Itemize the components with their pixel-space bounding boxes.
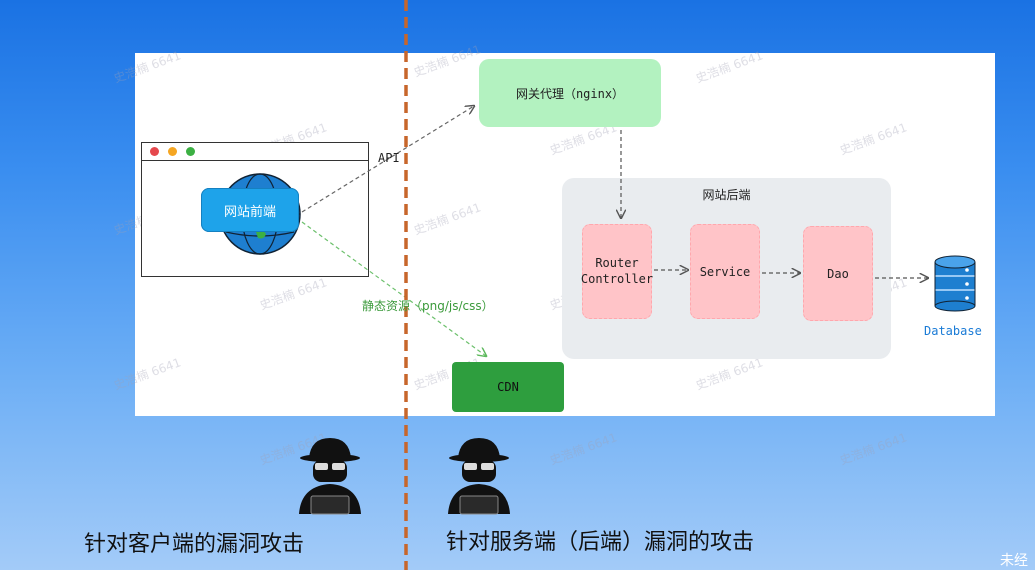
corner-text: 未经: [1000, 553, 1028, 569]
cdn-node: CDN: [452, 362, 564, 412]
database-label: Database: [924, 324, 982, 338]
api-edge: [301, 106, 474, 213]
browser-title-bar: [142, 143, 368, 161]
static-edge-label: 静态资源（png/js/css）: [362, 299, 494, 313]
server-attack-caption: 针对服务端（后端）漏洞的攻击: [446, 530, 755, 555]
maximize-dot-icon: [186, 147, 195, 156]
service-node: Service: [690, 224, 760, 319]
api-edge-label: API: [378, 151, 400, 165]
controller-label: Controller: [580, 271, 654, 286]
router-controller-node: Router Controller: [580, 224, 654, 319]
frontend-node: 网站前端: [201, 188, 299, 232]
gateway-node: 网关代理（nginx）: [479, 59, 661, 127]
client-attack-caption: 针对客户端的漏洞攻击: [84, 532, 305, 557]
router-label: Router: [595, 255, 639, 270]
dao-node: Dao: [803, 226, 873, 321]
database-icon: [934, 255, 976, 312]
hacker-left-icon: [299, 438, 361, 515]
static-edge: [301, 221, 486, 356]
close-dot-icon: [150, 147, 159, 156]
backend-title: 网站后端: [702, 188, 751, 202]
hacker-right-icon: [448, 438, 510, 515]
minimize-dot-icon: [168, 147, 177, 156]
